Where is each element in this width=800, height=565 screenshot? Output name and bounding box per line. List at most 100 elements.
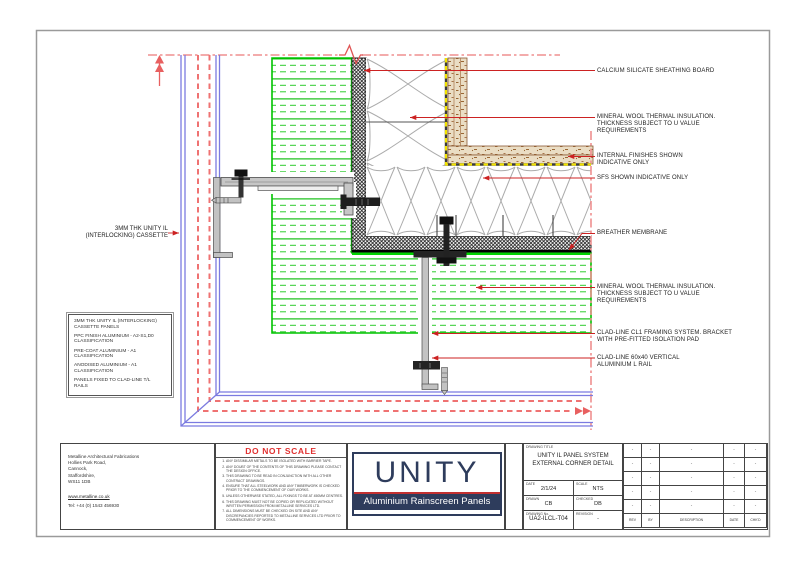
note-precoat: PRE-COAT ALUMINIUM - A1 CLASSIFICATION [74,348,137,360]
internal-finish-boards [444,57,594,166]
company-address-line: Hollies Park Road, [68,460,107,466]
scale-value: NTS [592,486,604,492]
revision-cell: - [724,472,745,485]
sheet-border [35,29,771,538]
logo-red-divider [354,492,500,494]
revision-cell: - [724,486,745,499]
bracket-foot [413,251,467,258]
revision-row: ----- [624,500,767,514]
drawing-title-value: UNITY IL PANEL SYSTEM EXTERNAL CORNER DE… [532,453,614,467]
revision-rows: ------------------------- [624,444,767,514]
callout-sfs: SFS SHOWN INDICATIVE ONLY [597,174,689,181]
callout-l-rail: CLAD-LINE 60x40 VERTICAL ALUMINIUM L RAI… [597,354,680,368]
revision-cell: - [724,500,745,513]
checked-label: CHECKED [576,497,594,501]
callout-breather-membrane: BREATHER MEMBRANE [597,230,668,236]
title-block-spacer [505,443,523,530]
bolt-head [234,169,248,177]
upper-bracket-assembly [210,169,380,258]
general-note: THIS DRAWING TO BE READ IN CONJUNCTION W… [226,474,344,482]
drawn-value: CB [544,501,553,507]
corner-miter-line [180,391,220,427]
company-name: Metalline Architectural Fabrications [68,454,140,459]
note-ppc: PPC FINISH ALUMINIUM - A2-S1,D0 CLASSIFI… [74,333,154,345]
revision-cell: - [660,486,724,499]
unity-logo: UNITY Aluminium Rainscreen Panels [352,452,502,516]
general-note: ENSURE THAT ALL STEELWORK AND ANY TIMBER… [226,484,344,492]
continuation-arrows-right [575,407,591,415]
revision-value: - [597,516,599,522]
revision-cell: - [745,486,767,499]
leader-lines [168,67,595,361]
revision-cell: - [642,458,660,471]
do-not-scale-heading: DO NOT SCALE [216,444,346,458]
general-note: UNLESS OTHERWISE STATED, ALL FIXINGS TO … [226,494,344,498]
revision-row: ----- [624,472,767,486]
revision-table: ------------------------- REV BY DESCRIP… [623,443,768,530]
scale-label: SCALE [576,482,588,486]
callout-internal-finishes: INTERNAL FINISHES SHOWN INDICATIVE ONLY [597,153,683,166]
date-col-header: DATE [724,514,745,527]
revision-cell: - [642,486,660,499]
lower-bracket-assembly [413,216,467,395]
callout-calcium-silicate: CALCIUM SILICATE SHEATHING BOARD [597,67,715,74]
revision-cell: - [624,472,642,485]
fixing-screw [210,196,242,204]
logo-tagline: Aluminium Rainscreen Panels [354,494,500,510]
unity-wordmark: UNITY [374,456,480,489]
company-address-line: WS11 1DB [68,478,91,484]
company-info-box: Metalline Architectural Fabrications Hol… [60,443,215,530]
revision-cell: - [642,500,660,513]
general-note: THIS DRAWING MUST NOT BE COPIED OR REPLI… [226,500,344,508]
revision-cell: - [745,444,767,457]
general-note: ANY DOUBT OF THE CONTENTS OF THIS DRAWIN… [226,465,344,473]
anchor-screw [440,367,449,395]
callout-cl1-framing: CLAD-LINE CL1 FRAMING SYSTEM. BRACKET WI… [597,330,733,343]
revision-row: ----- [624,486,767,500]
checked-value: DB [594,501,602,507]
by-col-header: BY [642,514,660,527]
note-cassette: 3MM THK UNITY IL (INTERLOCKING) CASSETTE… [74,319,157,330]
drawing-title-label: DRAWING TITLE [526,445,554,449]
revision-cell: - [624,444,642,457]
revision-cell: - [660,500,724,513]
revision-cell: - [624,486,642,499]
cut-lines [148,43,592,430]
general-note: ALL DIMENSIONS MUST BE CHECKED ON SITE A… [226,509,344,522]
vertical-l-rail-left [213,177,221,258]
callout-cassette-panel: 3MM THK UNITY IL (INTERLOCKING) CASSETTE [85,226,168,239]
revision-label: REVISION [576,512,593,516]
date-value: 2/1/24 [540,486,557,492]
callout-mineral-wool-top: MINERAL WOOL THERMAL INSULATION. THICKNE… [597,114,716,134]
description-col-header: DESCRIPTION [660,514,724,527]
revision-row: ----- [624,458,767,472]
material-notes-box: 3MM THK UNITY IL (INTERLOCKING) CASSETTE… [66,312,174,398]
note-anodised: ANODISED ALUMINIUM - A1 CLASSIFICATION [74,363,137,374]
yellow-dashed-line [444,58,591,166]
bolt-head [439,216,454,225]
mid-rail-fixing [413,361,440,370]
general-note: ANY DISSIMILAR METALS TO BE ISOLATED WIT… [226,459,344,463]
revision-cell: - [624,500,642,513]
logo-box: UNITY Aluminium Rainscreen Panels [347,443,505,530]
revision-cell: - [660,444,724,457]
general-notes-list: ANY DISSIMILAR METALS TO BE ISOLATED WIT… [218,459,344,522]
revision-row: ----- [624,444,767,458]
revision-cell: - [660,458,724,471]
rev-col-header: REV [624,514,642,527]
revision-cell: - [724,444,745,457]
chkd-col-header: CHK'D [745,514,767,527]
company-website-link[interactable]: www.metalline.co.uk [68,494,110,500]
revision-cell: - [660,472,724,485]
callout-mineral-wool-bottom: MINERAL WOOL THERMAL INSULATION. THICKNE… [597,284,716,304]
date-label: DATE [526,482,536,486]
company-telephone: Tel: +44 (0) 1543 456930 [68,503,120,509]
revision-cell: - [642,472,660,485]
company-address-line: Staffordshire, [68,472,96,478]
break-symbol [339,43,363,66]
revision-cell: - [745,500,767,513]
do-not-scale-box: DO NOT SCALE ANY DISSIMILAR METALS TO BE… [215,443,347,530]
revision-cell: - [745,458,767,471]
